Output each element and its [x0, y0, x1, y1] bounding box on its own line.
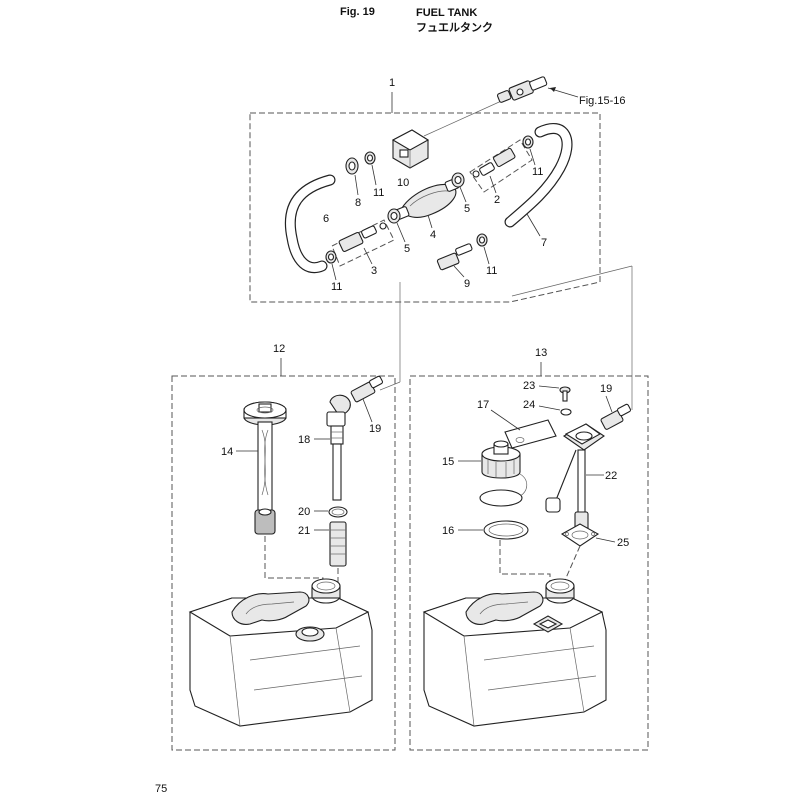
- part-11-collar-d-icon: [476, 233, 488, 247]
- part-2-connector-icon: [472, 147, 516, 178]
- leader-part-3: [363, 247, 373, 265]
- leader-part-11-d: [483, 246, 490, 265]
- leader-part-11-a: [371, 164, 377, 186]
- label-part-13: 13: [535, 347, 547, 359]
- leader-part-19-b: [605, 395, 613, 413]
- leader-part-5-a: [396, 222, 406, 243]
- part-11-collar-c-icon: [325, 250, 337, 264]
- link-line-left-end: [379, 381, 401, 391]
- label-part-25: 25: [617, 537, 629, 549]
- figure-title-japanese: フュエルタンク: [416, 22, 493, 34]
- hose-assembly-box: [249, 112, 601, 303]
- part-2-bracket: [469, 139, 533, 193]
- left-fuel-tank-icon: [188, 578, 373, 727]
- label-part-2: 2: [494, 194, 500, 206]
- leader-part-7: [526, 213, 541, 237]
- part-20-o-ring-inner-icon: [331, 508, 345, 516]
- leader-part-11-b: [529, 148, 536, 166]
- fig-ref-arrow-icon: [550, 87, 556, 92]
- leader-part-23: [538, 385, 560, 389]
- label-part-9: 9: [464, 278, 470, 290]
- label-part-15: 15: [442, 456, 454, 468]
- part-18-pickup-tube-icon: [326, 394, 351, 501]
- label-part-4: 4: [430, 229, 436, 241]
- label-part-7: 7: [541, 237, 547, 249]
- part-19-tank-connector-b-icon: [600, 403, 632, 430]
- hose-assembly-group: 1 Fig.15-16 10 8: [249, 76, 625, 303]
- part-8-hose-band-icon: [345, 157, 359, 175]
- label-part-11-b: 11: [532, 166, 543, 178]
- leader-part-11-c: [331, 263, 337, 281]
- figure-title: FUEL TANK フュエルタンク: [416, 6, 493, 36]
- label-part-5-a: 5: [404, 243, 410, 255]
- figure-title-english: FUEL TANK: [416, 7, 478, 19]
- left-guide-line-a: [264, 536, 324, 590]
- right-fuel-tank-icon: [422, 578, 607, 727]
- part-15-filler-cap-icon: [479, 440, 528, 507]
- label-part-11-d: 11: [486, 265, 497, 277]
- part-25-gasket-icon: [560, 523, 600, 547]
- part-5-collar-a-icon: [387, 208, 401, 224]
- leader-part-19-a: [362, 398, 373, 423]
- part-17-label-icon: [504, 419, 557, 449]
- part-23-screw-icon: [559, 386, 571, 402]
- label-part-10: 10: [397, 177, 409, 189]
- page-number: 75: [155, 783, 168, 795]
- part-11-collar-b-icon: [522, 135, 534, 149]
- leader-part-25: [595, 537, 616, 543]
- leader-part-24: [538, 405, 561, 411]
- part-22-fuel-gauge-icon: [545, 423, 605, 535]
- label-part-11-c: 11: [331, 281, 342, 293]
- label-part-1: 1: [389, 77, 395, 89]
- leader-part-17: [490, 409, 521, 431]
- label-part-24: 24: [523, 399, 535, 411]
- part-21-strainer-icon: [329, 521, 347, 567]
- part-10-connector-block-icon: [391, 129, 430, 169]
- part-19-tank-connector-a-icon: [350, 375, 384, 403]
- part-9-tank-connector-icon: [436, 243, 473, 271]
- part-11-collar-icon: [364, 151, 376, 165]
- part-5-collar-b-icon: [451, 172, 465, 188]
- part-16-ring-inner-icon: [488, 523, 524, 537]
- label-part-18: 18: [298, 434, 310, 446]
- label-part-3: 3: [371, 265, 377, 277]
- link-line-right-top: [511, 265, 633, 297]
- left-tank-box: [171, 375, 396, 751]
- label-part-14: 14: [221, 446, 233, 458]
- right-tank-box: [409, 375, 649, 751]
- leader-part-5-b: [459, 186, 467, 203]
- left-tank-group: 12 14 19: [171, 343, 396, 751]
- leader-to-engine-connector: [423, 97, 509, 137]
- label-part-6: 6: [323, 213, 329, 225]
- figure-number: Fig. 19: [340, 6, 375, 18]
- label-part-21: 21: [298, 525, 310, 537]
- leader-part-9: [453, 265, 465, 278]
- part-3-connector-icon: [338, 222, 387, 252]
- leader-part-8: [354, 174, 359, 196]
- label-part-12: 12: [273, 343, 285, 355]
- engine-side-connector-icon: [496, 76, 548, 103]
- label-part-23: 23: [523, 380, 535, 392]
- part-24-washer-icon: [560, 408, 572, 416]
- right-tank-group: 13 23 24 17 19: [409, 347, 649, 751]
- label-part-11-a: 11: [373, 187, 384, 199]
- label-part-5-b: 5: [464, 203, 470, 215]
- label-part-19-a: 19: [369, 423, 381, 435]
- right-guide-line-a: [499, 540, 551, 586]
- label-part-20: 20: [298, 506, 310, 518]
- label-part-16: 16: [442, 525, 454, 537]
- part-14-filter-cap-icon: [243, 401, 287, 535]
- label-part-22: 22: [605, 470, 617, 482]
- label-part-19-b: 19: [600, 383, 612, 395]
- leader-part-2: [489, 175, 497, 194]
- label-part-17: 17: [477, 399, 489, 411]
- part-17-label-mark-icon: [515, 437, 525, 443]
- label-part-8: 8: [355, 197, 361, 209]
- part-6-hose-icon: [286, 175, 335, 272]
- leader-part-4: [427, 214, 433, 229]
- part-7-hose-icon: [505, 124, 572, 227]
- figure-reference: Fig.15-16: [579, 95, 625, 107]
